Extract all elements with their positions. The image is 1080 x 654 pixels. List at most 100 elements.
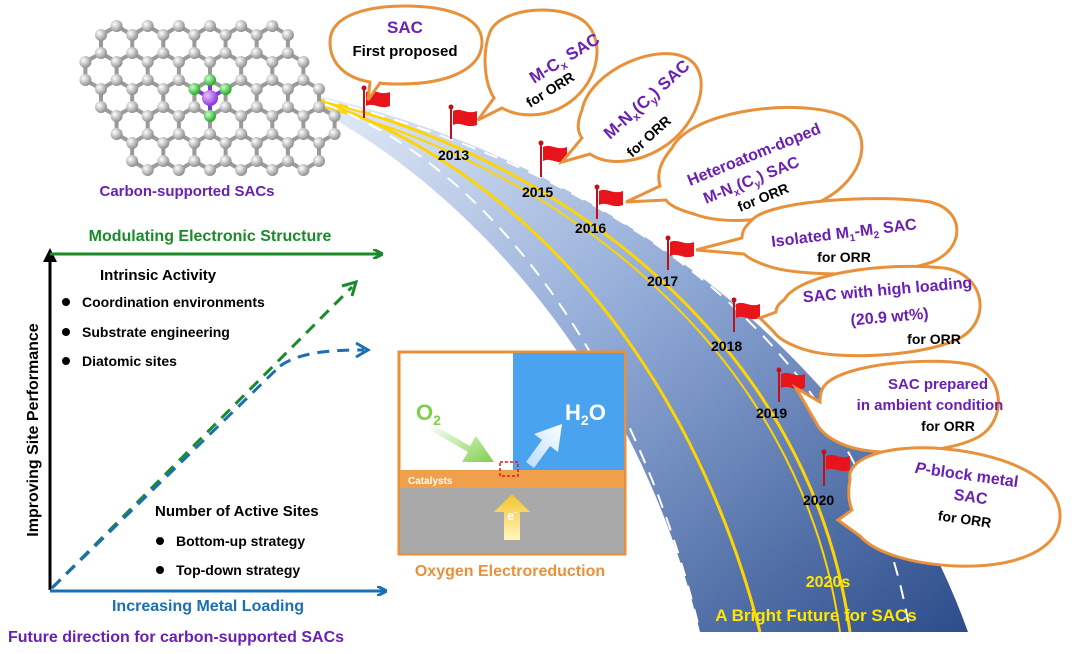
carbon-atom bbox=[281, 83, 294, 95]
road-lane-dash bbox=[324, 99, 911, 633]
bubble bbox=[757, 264, 982, 358]
carbon-atom bbox=[266, 20, 279, 32]
carbon-atom bbox=[235, 20, 248, 32]
carbon-atom bbox=[141, 56, 154, 68]
carbon-atom bbox=[188, 47, 201, 59]
carbon-atom bbox=[281, 101, 294, 113]
milestone-1-desc: First proposed bbox=[352, 43, 457, 60]
carbon-atom bbox=[235, 164, 248, 176]
carbon-atom bbox=[126, 47, 139, 59]
milestone-bubbles bbox=[328, 4, 1062, 568]
orr-panel: Catalysts O2 H2O e- Oxygen Electroreduct… bbox=[397, 350, 627, 580]
carbon-atom bbox=[313, 83, 325, 95]
carbon-atom bbox=[281, 137, 294, 149]
intrinsic-item: Coordination environments bbox=[82, 294, 265, 310]
milestone-7-subtitle: in ambient condition bbox=[857, 397, 1004, 414]
catalyst-label: Catalysts bbox=[408, 476, 453, 487]
carbon-atom bbox=[79, 74, 92, 86]
nitrogen-atom bbox=[204, 110, 216, 122]
sac-molecule-icon bbox=[79, 20, 341, 176]
flag-icon bbox=[448, 104, 477, 139]
active-sites-item: Top-down strategy bbox=[176, 562, 300, 578]
carbon-atom bbox=[95, 47, 107, 59]
road-years: 2013 2015 2016 2017 2018 2019 2020 bbox=[438, 147, 834, 508]
carbon-atom bbox=[188, 137, 201, 149]
carbon-atom bbox=[266, 128, 279, 140]
carbon-atom bbox=[235, 74, 248, 86]
carbon-atom bbox=[266, 74, 279, 86]
carbon-atom bbox=[250, 47, 263, 59]
carbon-atom bbox=[297, 74, 310, 86]
flag-icon bbox=[776, 367, 805, 402]
milestone-6-value: (20.9 wt%) bbox=[850, 306, 929, 330]
carbon-atom bbox=[204, 20, 216, 32]
year-label: 2016 bbox=[575, 220, 606, 236]
y-axis-label: Improving Site Performance bbox=[25, 323, 42, 536]
footer-caption: Future direction for carbon-supported SA… bbox=[8, 629, 344, 646]
year-label: 2020 bbox=[803, 492, 834, 508]
nitrogen-atom bbox=[188, 83, 201, 95]
carbon-atom bbox=[79, 56, 92, 68]
carbon-atom bbox=[219, 29, 232, 41]
carbon-atom bbox=[157, 83, 170, 95]
carbon-atom bbox=[110, 20, 123, 32]
carbon-atom bbox=[250, 29, 263, 41]
year-label: 2019 bbox=[756, 405, 787, 421]
carbon-atom bbox=[126, 137, 139, 149]
active-sites-heading: Number of Active Sites bbox=[155, 503, 319, 520]
blue-trend-curve bbox=[279, 348, 365, 368]
bubble bbox=[557, 52, 703, 165]
carbon-atom bbox=[126, 101, 139, 113]
carbon-atom bbox=[204, 164, 216, 176]
road bbox=[318, 96, 968, 633]
carbon-atom bbox=[188, 29, 201, 41]
carbon-atom bbox=[266, 56, 279, 68]
bubble bbox=[476, 8, 599, 122]
carbon-atom bbox=[250, 101, 263, 113]
carbon-atom bbox=[172, 164, 185, 176]
carbon-atom bbox=[204, 128, 216, 140]
carbon-atom bbox=[297, 128, 310, 140]
carbon-atom bbox=[141, 74, 154, 86]
flag-icon bbox=[821, 449, 850, 486]
carbon-atom bbox=[297, 164, 310, 176]
carbon-atom bbox=[266, 164, 279, 176]
carbon-atom bbox=[313, 101, 325, 113]
carbon-atom bbox=[172, 110, 185, 122]
intrinsic-item: Diatomic sites bbox=[82, 353, 177, 369]
carbon-atom bbox=[126, 29, 139, 41]
milestone-1-title: SAC bbox=[387, 18, 423, 37]
h2o-label: H2O bbox=[565, 400, 606, 428]
molecule-caption: Carbon-supported SACs bbox=[99, 183, 274, 200]
carbon-atom bbox=[95, 101, 107, 113]
future-year: 2020s bbox=[806, 574, 851, 591]
top-arrow-label: Modulating Electronic Structure bbox=[89, 228, 332, 245]
milestone-8-subtitle: SAC bbox=[953, 487, 989, 509]
carbon-atom bbox=[235, 110, 248, 122]
carbon-atom bbox=[95, 29, 107, 41]
carbon-atom bbox=[141, 110, 154, 122]
carbon-atom bbox=[157, 29, 170, 41]
carbon-atom bbox=[250, 83, 263, 95]
bubble bbox=[328, 4, 484, 101]
bubble bbox=[791, 359, 1000, 454]
carbon-atom bbox=[219, 101, 232, 113]
carbon-atom bbox=[188, 101, 201, 113]
carbon-atom bbox=[219, 155, 232, 167]
year-label: 2017 bbox=[647, 273, 678, 289]
electron-arrow-icon bbox=[494, 494, 530, 540]
milestone-8-desc: for ORR bbox=[937, 507, 992, 530]
active-sites-item: Bottom-up strategy bbox=[176, 533, 305, 549]
carbon-atom bbox=[297, 56, 310, 68]
bubble bbox=[835, 446, 1062, 568]
carbon-atom bbox=[219, 137, 232, 149]
year-label: 2015 bbox=[522, 184, 553, 200]
carbon-atom bbox=[172, 74, 185, 86]
performance-panel: Improving Site Performance Modulating El… bbox=[8, 228, 384, 646]
h2o-arrow-icon bbox=[526, 424, 562, 468]
active-site-marker bbox=[499, 461, 519, 477]
bottom-arrow-label: Increasing Metal Loading bbox=[112, 598, 304, 615]
nitrogen-atom bbox=[204, 74, 216, 86]
carbon-atom bbox=[141, 128, 154, 140]
